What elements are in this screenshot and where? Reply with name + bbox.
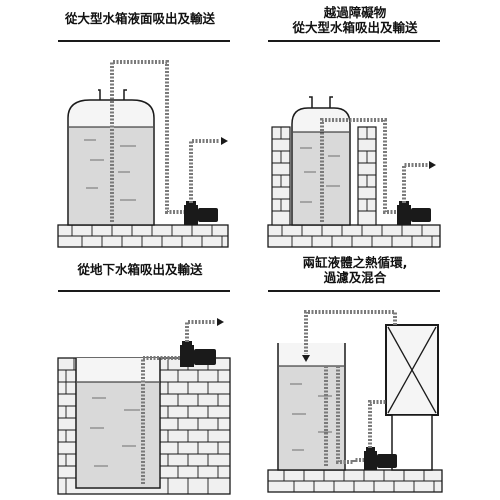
large-tank [291, 96, 351, 226]
caption-line: 從大型水箱液面吸出及輸送 [64, 11, 215, 26]
panel-underground-tank [57, 318, 231, 495]
divider-panel-1 [58, 40, 230, 42]
panel-large-tank-surface-suction [57, 60, 229, 248]
discharge-pipe [368, 400, 386, 448]
caption-panel-3: 從地下水箱吸出及輸送 [40, 262, 240, 277]
divider-panel-4 [268, 290, 440, 292]
return-pipe [304, 310, 397, 354]
discharge-pipe [402, 163, 428, 203]
divider-panel-2 [268, 40, 440, 42]
caption-line: 從大型水箱吸出及輸送 [292, 20, 418, 35]
panel-over-obstacle [267, 96, 441, 248]
divider-panel-3 [58, 290, 230, 292]
brick-base [57, 224, 229, 248]
suction-pipe [324, 366, 365, 466]
open-tank [277, 343, 346, 471]
suction-pipe [320, 118, 400, 222]
discharge-pipe [189, 139, 220, 203]
pump [397, 201, 431, 225]
suction-pipe [110, 60, 188, 222]
brick-wall-left [271, 126, 291, 226]
suction-pipe [141, 356, 180, 484]
pump [180, 341, 216, 367]
flow-arrow [221, 137, 228, 145]
caption-panel-1: 從大型水箱液面吸出及輸送 [40, 11, 240, 26]
caption-line: 從地下水箱吸出及輸送 [77, 262, 203, 277]
flow-arrow [429, 161, 436, 169]
caption-line: 越過障礙物 [323, 5, 387, 20]
flow-arrow-down [302, 355, 310, 362]
underground-tank [75, 358, 161, 489]
caption-panel-2: 越過障礙物 從大型水箱吸出及輸送 [255, 5, 455, 35]
brick-base [267, 224, 441, 248]
flow-arrow [217, 318, 224, 326]
caption-panel-4: 兩缸液體之熱循環, 過濾及混合 [255, 255, 455, 285]
caption-line: 兩缸液體之熱循環, [302, 255, 408, 270]
discharge-pipe [185, 320, 216, 342]
elevated-tank [385, 324, 439, 471]
pump [184, 201, 218, 225]
panel-two-tank-circulation [267, 310, 443, 493]
caption-line: 過濾及混合 [323, 270, 387, 285]
brick-base [267, 469, 443, 493]
pump [364, 447, 397, 470]
brick-wall-obstacle [357, 126, 377, 226]
